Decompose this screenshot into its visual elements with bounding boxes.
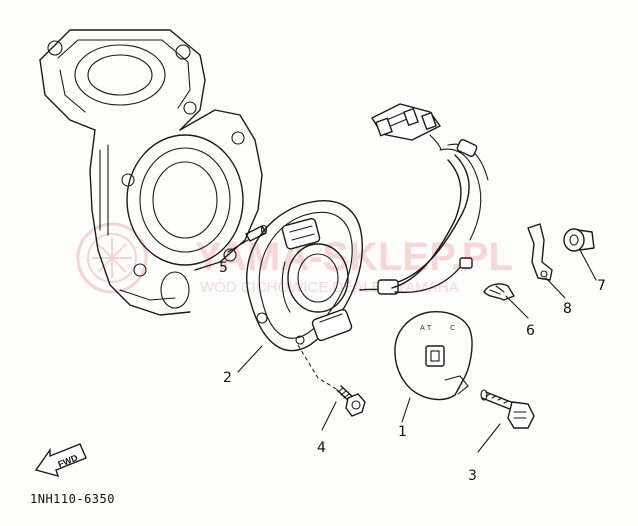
watermark-logo: [76, 222, 148, 294]
callout-8: 8: [563, 301, 572, 317]
wire-clamp: [483, 283, 515, 301]
callout-2: 2: [223, 370, 232, 386]
callout-6: 6: [526, 323, 535, 339]
plate-marking-2: C: [450, 324, 455, 332]
leader-lines: [227, 239, 597, 453]
callout-3: 3: [468, 468, 477, 484]
callout-5: 5: [219, 260, 228, 276]
diagram-part-code: 1NH110-6350: [30, 492, 115, 506]
watermark-subtitle: WÓD CICHOWICE DEALER YAMAHA: [200, 279, 459, 296]
callout-numbers: 1 2 3 4 5 6 7 8: [219, 260, 606, 484]
callout-4: 4: [317, 440, 326, 456]
grommet: [563, 228, 595, 252]
callout-7: 7: [597, 278, 606, 294]
watermark-title: YAMA-SKLEP.PL: [195, 235, 513, 279]
pickup-coil-plate: A T C: [394, 311, 473, 401]
stator-assembly: [246, 200, 399, 352]
plate-marking: A T: [420, 324, 432, 332]
engine-crankcase: [39, 29, 263, 316]
wire-coupler: [370, 103, 442, 151]
bolt-large: [480, 389, 535, 429]
lead-bracket: [527, 223, 553, 281]
callout-1: 1: [398, 424, 407, 440]
dowel-pin: [245, 224, 268, 242]
wire-harness: [370, 103, 489, 294]
fwd-arrow: FWD: [34, 443, 87, 478]
bolt-small: [336, 385, 366, 417]
